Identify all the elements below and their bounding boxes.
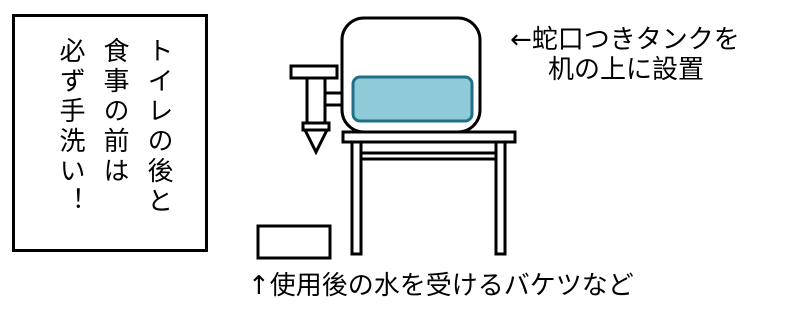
water-icon [351,75,474,123]
faucet-icon [289,64,344,156]
table-icon [341,130,517,256]
sign-line-1: トイレの後と [143,37,173,217]
bucket-caption: ↑使用後の水を受けるバケツなど [248,271,634,301]
tank-caption-line-2: 机の上に設置 [548,54,705,85]
tank-caption-line-1: ←蛇口つきタンクを [510,25,740,55]
bucket-icon [256,224,332,260]
sign-line-3: 必ず手洗い！ [55,37,85,217]
sign-line-2: 食事の前は [99,37,129,187]
tank-caption: ←蛇口つきタンクを 机の上に設置 [510,25,740,86]
tank-icon [340,16,482,134]
handwashing-sign: トイレの後と 食事の前は 必ず手洗い！ [12,14,208,252]
